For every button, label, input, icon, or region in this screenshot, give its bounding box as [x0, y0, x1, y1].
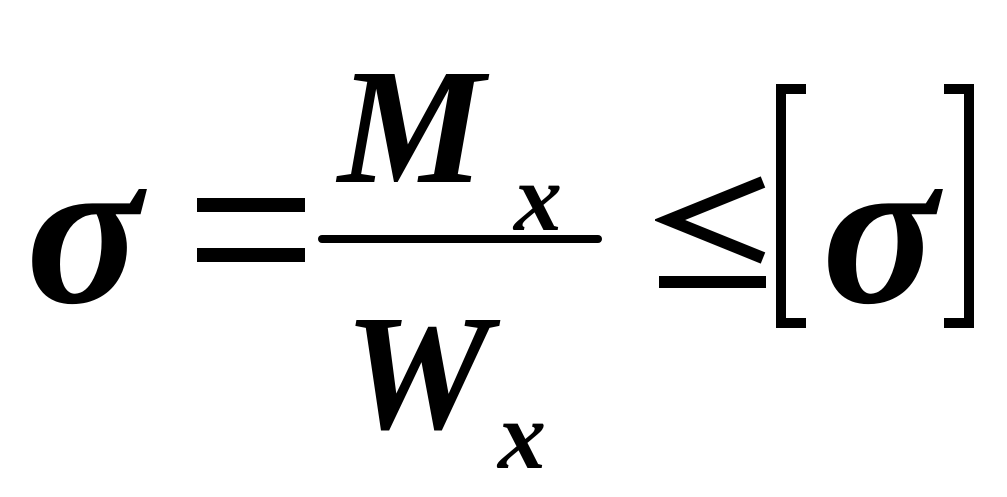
numerator-symbol-m: M [338, 35, 485, 218]
sigma-symbol-left: σ [26, 110, 142, 349]
less-than-or-equal-sign [655, 176, 766, 288]
equals-sign-top-bar [197, 198, 305, 212]
leq-chevron [655, 176, 766, 264]
denominator-subscript-x: x [498, 382, 546, 489]
leq-underline [659, 276, 766, 288]
equals-sign-bottom-bar [197, 248, 305, 262]
sigma-symbol-right: σ [822, 110, 938, 349]
left-square-bracket [776, 84, 806, 328]
right-square-bracket [944, 84, 974, 328]
denominator-symbol-w: W [344, 281, 491, 464]
fraction-bar [318, 235, 602, 243]
numerator-subscript-x: x [514, 144, 562, 251]
